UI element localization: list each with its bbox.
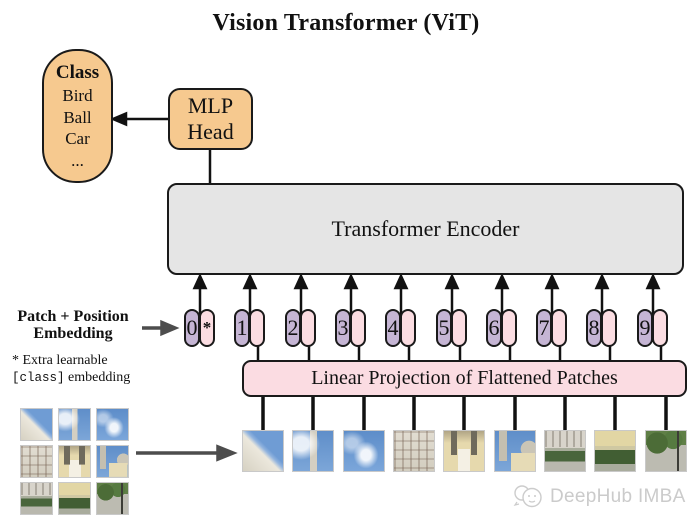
footnote-line1: * Extra learnable xyxy=(12,353,108,368)
linear-projection-box: Linear Projection of Flattened Patches xyxy=(242,360,687,397)
token-7-patch-embedding-pill xyxy=(551,309,567,347)
class-item: Car xyxy=(65,129,90,148)
token-5-patch-embedding-pill xyxy=(451,309,467,347)
input-image-patch-5 xyxy=(58,445,91,478)
deephub-logo-icon xyxy=(513,485,542,508)
token-2-patch-embedding-pill xyxy=(300,309,316,347)
patch-to-projection-lines xyxy=(261,396,668,432)
token-0-class-embedding-pill: * xyxy=(199,309,215,347)
transformer-encoder-label: Transformer Encoder xyxy=(331,216,520,241)
embedding-label-line1: Patch + Position xyxy=(17,308,129,325)
watermark-text: DeepHub IMBA xyxy=(550,485,686,507)
flattened-patch-4 xyxy=(393,430,435,472)
input-image-patch-1 xyxy=(20,408,53,441)
token-9-position-pill: 9 xyxy=(637,309,653,347)
flattened-patch-7 xyxy=(544,430,586,472)
flattened-patch-8 xyxy=(594,430,636,472)
linear-projection-label: Linear Projection of Flattened Patches xyxy=(311,367,618,389)
class-token-footnote: * Extra learnable [class] embedding xyxy=(12,352,130,387)
flattened-patch-9 xyxy=(645,430,687,472)
class-heading: Class xyxy=(55,62,100,83)
token-3-patch-embedding-pill xyxy=(350,309,366,347)
token-0-position-pill: 0 xyxy=(184,309,200,347)
token-1-patch-embedding-pill xyxy=(249,309,265,347)
token-8: 8 xyxy=(586,309,618,347)
class-output-box: Class Bird Ball Car ... xyxy=(42,49,113,183)
input-image-patch-8 xyxy=(58,482,91,515)
input-image-patch-6 xyxy=(96,445,129,478)
token-7-position-pill: 7 xyxy=(536,309,552,347)
token-6: 6 xyxy=(486,309,518,347)
token-4-position-pill: 4 xyxy=(385,309,401,347)
embedding-label-line2: Embedding xyxy=(33,325,113,342)
image-to-patches-arrow xyxy=(136,444,238,462)
token-6-position-pill: 6 xyxy=(486,309,502,347)
flattened-patch-3 xyxy=(343,430,385,472)
transformer-encoder-box: Transformer Encoder xyxy=(167,183,684,275)
mlp-head-box: MLP Head xyxy=(168,88,253,150)
embedding-label-arrow xyxy=(142,319,180,337)
mlp-head-label-line1: MLP xyxy=(187,93,234,118)
class-item: Ball xyxy=(63,107,92,127)
token-8-patch-embedding-pill xyxy=(601,309,617,347)
token-3: 3 xyxy=(335,309,367,347)
token-1-position-pill: 1 xyxy=(234,309,250,347)
token-2: 2 xyxy=(285,309,317,347)
token-4-patch-embedding-pill xyxy=(400,309,416,347)
footnote-class-code: [class] xyxy=(12,371,65,385)
flattened-patch-2 xyxy=(292,430,334,472)
flattened-patch-5 xyxy=(443,430,485,472)
page-title: Vision Transformer (ViT) xyxy=(212,10,480,36)
token-1: 1 xyxy=(234,309,266,347)
flattened-patch-1 xyxy=(242,430,284,472)
watermark: DeepHub IMBA xyxy=(512,484,686,509)
mlp-head-label-line2: Head xyxy=(187,119,234,144)
footnote-rest: embedding xyxy=(64,370,131,385)
input-image-patch-2 xyxy=(58,408,91,441)
token-3-position-pill: 3 xyxy=(335,309,351,347)
flattened-patch-6 xyxy=(494,430,536,472)
token-6-patch-embedding-pill xyxy=(501,309,517,347)
token-5: 5 xyxy=(436,309,468,347)
input-image-patch-7 xyxy=(20,482,53,515)
class-item: Bird xyxy=(62,86,93,105)
patch-position-embedding-label: Patch + Position Embedding xyxy=(2,308,144,342)
class-item: ... xyxy=(71,150,84,170)
token-8-position-pill: 8 xyxy=(586,309,602,347)
token-5-position-pill: 5 xyxy=(436,309,452,347)
input-image-patch-4 xyxy=(20,445,53,478)
token-9: 9 xyxy=(637,309,669,347)
token-0: 0 * xyxy=(184,309,216,347)
token-9-patch-embedding-pill xyxy=(652,309,668,347)
footnote-line2: [class] embedding xyxy=(12,369,130,387)
token-7: 7 xyxy=(536,309,568,347)
mlp-to-class-arrow xyxy=(109,111,170,127)
token-2-position-pill: 2 xyxy=(285,309,301,347)
input-image-patch-9 xyxy=(96,482,129,515)
token-4: 4 xyxy=(385,309,417,347)
input-image-patch-3 xyxy=(96,408,129,441)
